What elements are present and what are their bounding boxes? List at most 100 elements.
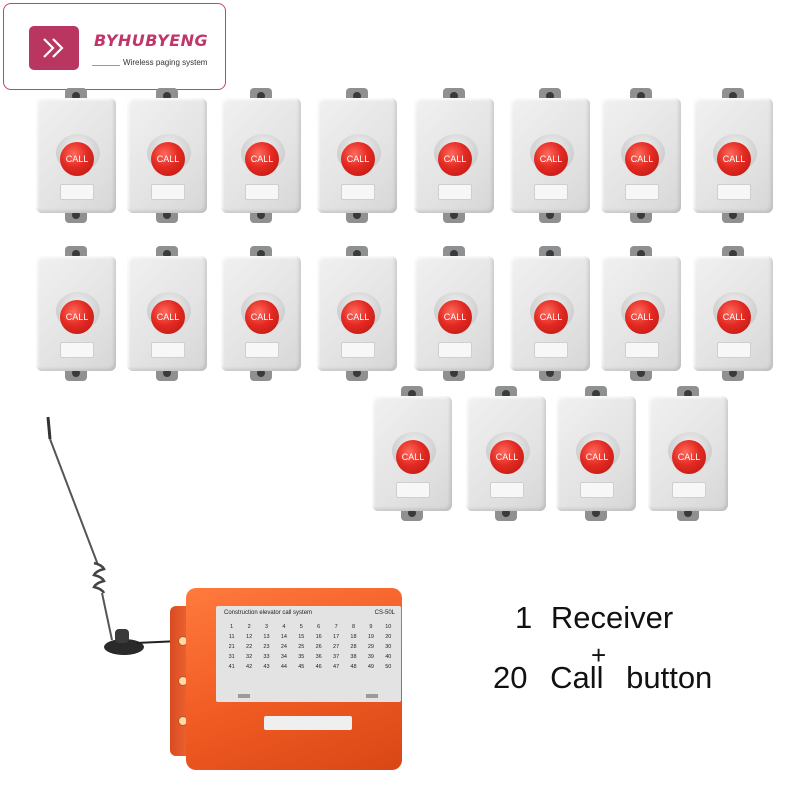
- label-slot: [534, 342, 568, 358]
- call-button-device: CALL: [36, 246, 116, 381]
- receiver-number: 37: [333, 654, 340, 660]
- call-push-button: CALL: [534, 300, 568, 334]
- caption-call-buttons: 20 Call button: [493, 660, 713, 695]
- brand-name: BYHUBYENG: [94, 31, 209, 50]
- receiver-number: 23: [263, 644, 270, 650]
- button-plate: CALL: [466, 396, 546, 511]
- button-plate: CALL: [127, 256, 207, 371]
- call-label: CALL: [539, 154, 563, 164]
- receiver-number: 34: [280, 654, 287, 660]
- button-plate: CALL: [36, 256, 116, 371]
- receiver-number: 36: [315, 654, 322, 660]
- receiver-unit: Construction elevator call system CS-50L…: [170, 588, 402, 778]
- receiver-number: 11: [228, 634, 235, 640]
- brand-tagline: Wireless paging system: [123, 58, 208, 67]
- receiver-indicator: [366, 694, 378, 698]
- call-button-device: CALL: [693, 88, 773, 223]
- call-button-device: CALL: [648, 386, 728, 521]
- call-label: CALL: [677, 452, 701, 462]
- antenna-icon: [46, 416, 181, 655]
- label-slot: [580, 482, 614, 498]
- call-button-device: CALL: [466, 386, 546, 521]
- label-slot: [672, 482, 706, 498]
- call-button-device: CALL: [317, 246, 397, 381]
- call-label: CALL: [401, 452, 425, 462]
- call-label: CALL: [722, 312, 746, 322]
- receiver-number: 13: [263, 634, 270, 640]
- call-push-button: CALL: [580, 440, 614, 474]
- label-slot: [245, 342, 279, 358]
- label-slot: [438, 342, 472, 358]
- call-button-device: CALL: [414, 246, 494, 381]
- button-plate: CALL: [510, 256, 590, 371]
- call-button-device: CALL: [221, 246, 301, 381]
- receiver-number: 26: [315, 644, 322, 650]
- button-plate: CALL: [414, 98, 494, 213]
- receiver-number: 3: [264, 624, 269, 630]
- call-push-button: CALL: [625, 300, 659, 334]
- button-plate: CALL: [317, 256, 397, 371]
- button-plate: CALL: [317, 98, 397, 213]
- receiver-number: 14: [280, 634, 287, 640]
- receiver-number: 48: [350, 664, 357, 670]
- call-push-button: CALL: [151, 300, 185, 334]
- receiver-body: Construction elevator call system CS-50L…: [186, 588, 402, 770]
- receiver-number: 10: [385, 624, 392, 630]
- call-label: CALL: [346, 312, 370, 322]
- brand-logo: [29, 26, 79, 70]
- call-label: CALL: [156, 312, 180, 322]
- label-slot: [341, 342, 375, 358]
- receiver-model: CS-50L: [374, 610, 395, 616]
- call-label: CALL: [443, 312, 467, 322]
- receiver-number: 24: [280, 644, 287, 650]
- receiver-number: 50: [385, 664, 392, 670]
- call-push-button: CALL: [396, 440, 430, 474]
- receiver-panel: Construction elevator call system CS-50L…: [216, 606, 401, 702]
- call-button-device: CALL: [601, 88, 681, 223]
- receiver-number: 30: [385, 644, 392, 650]
- call-label: CALL: [630, 154, 654, 164]
- call-push-button: CALL: [438, 300, 472, 334]
- receiver-number: 49: [367, 664, 374, 670]
- call-push-button: CALL: [534, 142, 568, 176]
- call-button-device: CALL: [127, 88, 207, 223]
- receiver-number: 21: [228, 644, 235, 650]
- caption-plus: +: [591, 640, 607, 670]
- call-label: CALL: [346, 154, 370, 164]
- call-button-device: CALL: [372, 386, 452, 521]
- call-button-device: CALL: [693, 246, 773, 381]
- receiver-number: 47: [333, 664, 340, 670]
- receiver-number: 22: [246, 644, 253, 650]
- brand-box: BYHUBYENG Wireless paging system: [3, 3, 226, 90]
- call-label: CALL: [65, 312, 89, 322]
- call-button-device: CALL: [317, 88, 397, 223]
- call-push-button: CALL: [151, 142, 185, 176]
- call-label: CALL: [539, 312, 563, 322]
- call-button-device: CALL: [601, 246, 681, 381]
- call-push-button: CALL: [438, 142, 472, 176]
- receiver-number: 41: [228, 664, 235, 670]
- label-slot: [151, 184, 185, 200]
- call-push-button: CALL: [341, 300, 375, 334]
- receiver-number: 7: [334, 624, 338, 630]
- call-label: CALL: [495, 452, 519, 462]
- receiver-number: 45: [298, 664, 305, 670]
- label-slot: [625, 342, 659, 358]
- receiver-number: 2: [247, 624, 251, 630]
- button-plate: CALL: [127, 98, 207, 213]
- call-label: CALL: [156, 154, 180, 164]
- button-plate: CALL: [693, 98, 773, 213]
- receiver-number: 31: [228, 654, 235, 660]
- call-button-device: CALL: [221, 88, 301, 223]
- label-slot: [534, 184, 568, 200]
- button-plate: CALL: [221, 256, 301, 371]
- label-slot: [151, 342, 185, 358]
- receiver-indicator: [238, 694, 250, 698]
- call-label: CALL: [585, 452, 609, 462]
- receiver-number: 35: [298, 654, 305, 660]
- call-button-device: CALL: [414, 88, 494, 223]
- receiver-number: 19: [367, 634, 374, 640]
- receiver-number: 38: [350, 654, 357, 660]
- label-slot: [60, 184, 94, 200]
